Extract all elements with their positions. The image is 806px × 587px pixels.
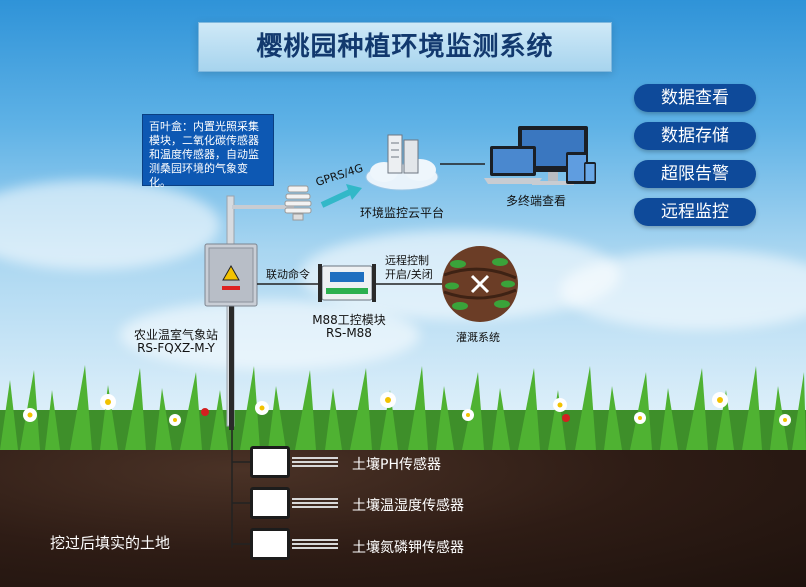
grass-strip xyxy=(0,365,806,450)
station-model: RS-FQXZ-M-Y xyxy=(137,341,215,355)
cloud-server-icon xyxy=(365,134,439,191)
temp-humidity-sensor-label: 土壤温湿度传感器 xyxy=(352,498,464,514)
louver-box-note: 百叶盒：内置光照采集模块，二氧化碳传感器和温度传感器，自动监测桑园环境的气象变化… xyxy=(142,114,274,189)
page-title: 樱桃园种植环境监测系统 xyxy=(256,32,554,62)
controller-m88-icon xyxy=(318,264,376,302)
terminals-icon xyxy=(484,126,596,185)
controller-name: M88工控模块 xyxy=(312,313,386,327)
data-storage-button[interactable]: 数据存储 xyxy=(634,122,756,150)
backfilled-ground-label: 挖过后填实的土地 xyxy=(50,534,171,552)
station-cabinet-icon xyxy=(204,243,258,307)
temp-humidity-sensor-icon xyxy=(250,487,290,519)
cloud xyxy=(120,300,420,370)
station-cable xyxy=(229,300,234,430)
link-command-label: 联动命令 xyxy=(266,268,310,281)
overlimit-alarm-button[interactable]: 超限告警 xyxy=(634,160,756,188)
terminals-label: 多终端查看 xyxy=(506,194,567,208)
ph-sensor-label: 土壤PH传感器 xyxy=(352,457,441,473)
controller-model: RS-M88 xyxy=(326,326,372,340)
station-arm xyxy=(232,205,294,209)
station-name: 农业温室气象站 xyxy=(133,328,218,342)
gprs-arrow-icon xyxy=(320,184,362,208)
cloud-platform-label: 环境监控云平台 xyxy=(360,206,445,220)
npk-sensor-label: 土壤氮磷钾传感器 xyxy=(352,540,464,556)
irrigation-label: 灌溉系统 xyxy=(456,331,500,344)
remote-monitor-button[interactable]: 远程监控 xyxy=(634,198,756,226)
remote-control-label: 远程控制 xyxy=(385,254,429,267)
cloud xyxy=(0,180,220,270)
npk-sensor-icon xyxy=(250,528,290,560)
irrigation-field-icon xyxy=(442,246,518,322)
louver-box-icon xyxy=(284,185,312,221)
title-bar: 樱桃园种植环境监测系统 xyxy=(198,22,612,72)
open-close-label: 开启/关闭 xyxy=(385,268,433,281)
data-view-button[interactable]: 数据查看 xyxy=(634,84,756,112)
ph-sensor-icon xyxy=(250,446,290,478)
cloud xyxy=(560,250,806,330)
